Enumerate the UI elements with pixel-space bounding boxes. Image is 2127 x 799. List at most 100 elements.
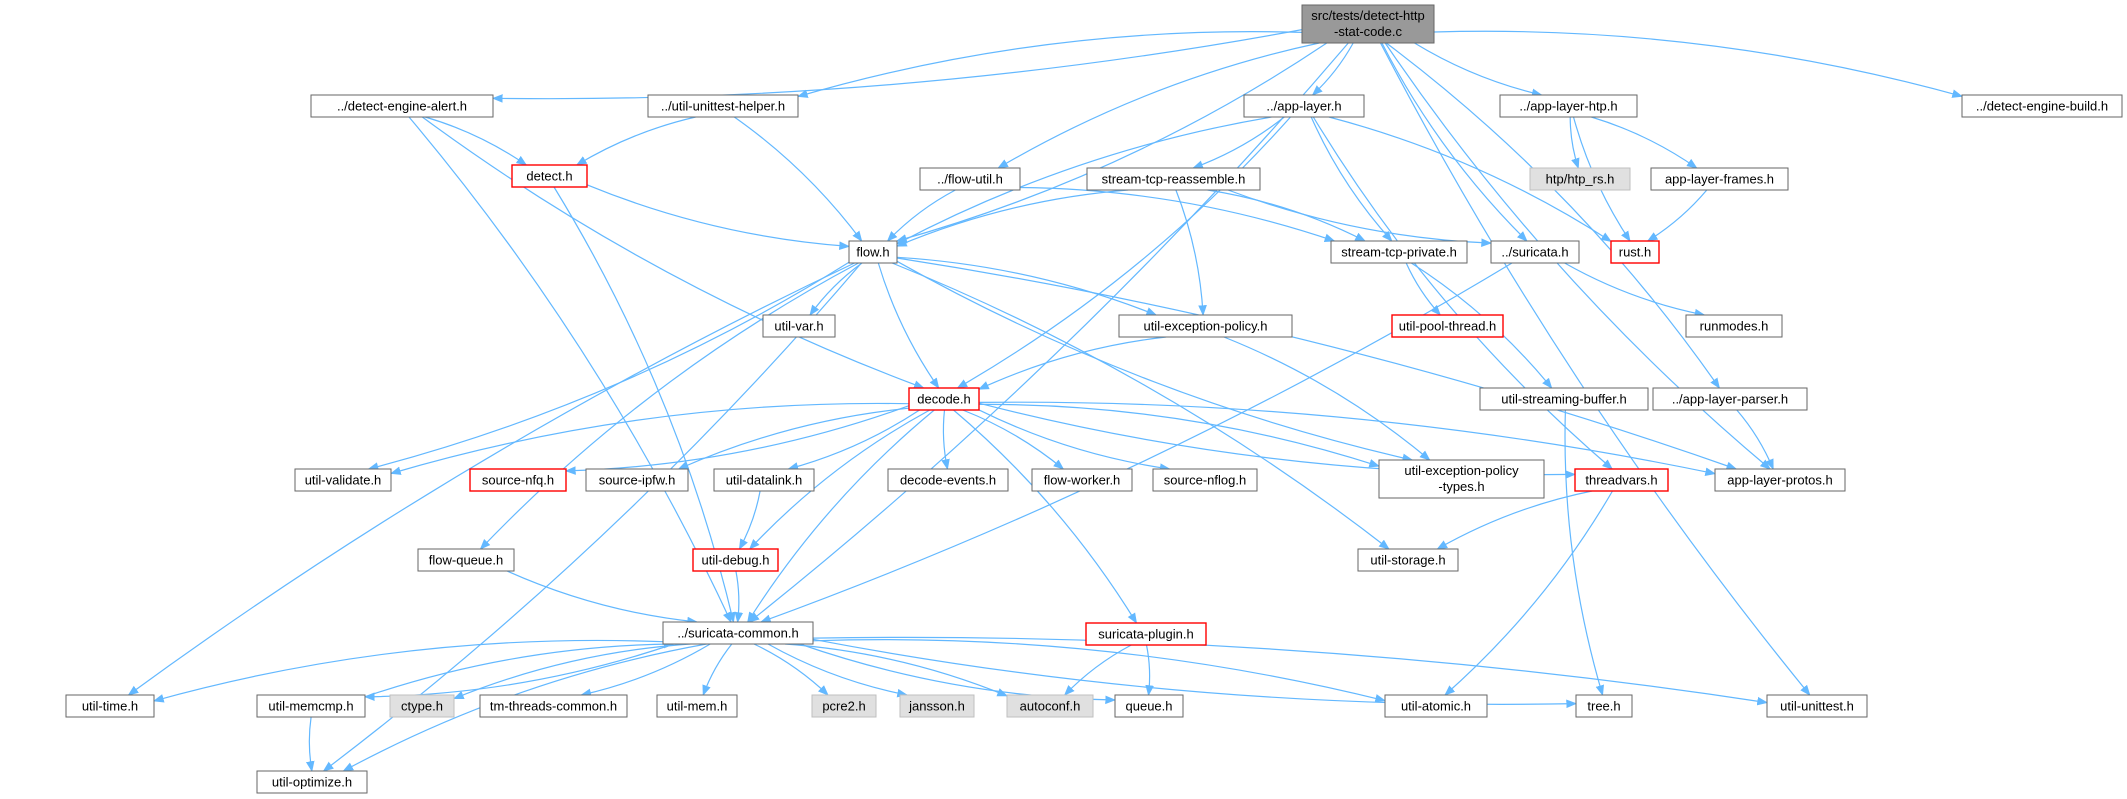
node-flow-util[interactable]: ../flow-util.h [919,167,1021,191]
edge-layer [127,29,1964,773]
node-jansson[interactable]: jansson.h [899,694,975,718]
node-box [389,694,455,718]
edge-app_layer_htp-to-htp_rs [1569,116,1580,170]
edge-flow-to-exception_policy [896,256,1158,316]
node-box [1031,468,1133,492]
edge-root-to-protos [1384,42,1771,470]
edge-root-to-flow_util [997,42,1320,169]
edge-streaming_buffer-to-tree [1564,409,1604,697]
edge-flow-to-decode [877,262,940,389]
edge-tcp_reassemble-to-suricata [1227,189,1493,248]
node-streaming-buffer[interactable]: util-streaming-buffer.h [1479,387,1649,411]
node-exception-types[interactable]: util-exception-policy-types.h [1378,459,1545,499]
edge-root-to-app_layer [1311,42,1354,96]
node-source-nfq[interactable]: source-nfq.h [469,468,567,492]
node-htp-rs[interactable]: htp/htp_rs.h [1529,167,1631,191]
node-runmodes[interactable]: runmodes.h [1685,314,1783,338]
node-detect[interactable]: detect.h [511,164,588,188]
node-util-time[interactable]: util-time.h [65,694,155,718]
node-box [1529,167,1631,191]
node-plugin[interactable]: suricata-plugin.h [1085,622,1207,646]
node-exception-policy[interactable]: util-exception-policy.h [1118,314,1293,338]
edge-root-to-alert [491,29,1303,103]
node-root[interactable]: src/tests/detect-http-stat-code.c [1301,4,1435,44]
node-flow-worker[interactable]: flow-worker.h [1031,468,1133,492]
node-util-debug[interactable]: util-debug.h [692,548,779,572]
node-box [1479,387,1649,411]
edge-decode-to-common [747,409,935,623]
node-unittest[interactable]: util-unittest.h [1766,694,1868,718]
node-pcre2[interactable]: pcre2.h [811,694,877,718]
node-rust[interactable]: rust.h [1610,240,1660,264]
node-label: ../app-layer.h [1266,99,1341,114]
node-label: util-atomic.h [1401,699,1471,714]
node-decode-events[interactable]: decode-events.h [887,468,1009,492]
node-label: util-time.h [82,699,138,714]
node-label: util-exception-policy [1404,463,1519,478]
node-pool-thread[interactable]: util-pool-thread.h [1391,314,1504,338]
node-util-storage[interactable]: util-storage.h [1357,548,1459,572]
edge-plugin-to-autoconf [1063,644,1132,696]
edge-common-to-unittest [812,636,1769,706]
node-label: ../app-layer-parser.h [1672,392,1788,407]
edge-threadvars-to-atomic [1444,490,1614,696]
node-frames[interactable]: app-layer-frames.h [1650,167,1789,191]
edge-exception_policy-to-decode [978,336,1167,390]
node-box [585,468,689,492]
edge-detect-to-flow [586,184,851,251]
node-label: ../app-layer-htp.h [1519,99,1617,114]
node-util-var[interactable]: util-var.h [762,314,836,338]
node-label: util-validate.h [305,473,382,488]
node-box [310,94,494,118]
node-tm-threads[interactable]: tm-threads-common.h [479,694,628,718]
node-app-layer[interactable]: ../app-layer.h [1243,94,1365,118]
node-label: runmodes.h [1700,319,1769,334]
node-label: flow-queue.h [429,553,503,568]
node-util-mem[interactable]: util-mem.h [656,694,738,718]
node-tcp-reassemble[interactable]: stream-tcp-reassemble.h [1086,167,1261,191]
node-label: source-ipfw.h [599,473,676,488]
node-alert[interactable]: ../detect-engine-alert.h [310,94,494,118]
edge-threadvars-to-util_storage [1436,490,1593,550]
node-box [1714,468,1846,492]
node-flow-queue[interactable]: flow-queue.h [417,548,515,572]
node-engine-build[interactable]: ../detect-engine-build.h [1961,94,2123,118]
node-label: ../suricata-common.h [677,626,798,641]
node-common[interactable]: ../suricata-common.h [662,621,814,645]
node-box [662,621,814,645]
node-label: util-debug.h [702,553,770,568]
node-queue[interactable]: queue.h [1114,694,1184,718]
node-memcmp[interactable]: util-memcmp.h [256,694,366,718]
node-source-nflog[interactable]: source-nflog.h [1152,468,1258,492]
node-source-ipfw[interactable]: source-ipfw.h [585,468,689,492]
node-optimize[interactable]: util-optimize.h [256,770,368,794]
node-validate[interactable]: util-validate.h [294,468,392,492]
node-app-layer-htp[interactable]: ../app-layer-htp.h [1499,94,1638,118]
node-tcp-private[interactable]: stream-tcp-private.h [1330,240,1468,264]
node-app-parser[interactable]: ../app-layer-parser.h [1652,387,1808,411]
edge-decode-to-exception_types [978,403,1381,468]
node-atomic[interactable]: util-atomic.h [1384,694,1488,718]
node-ctype[interactable]: ctype.h [389,694,455,718]
node-flow[interactable]: flow.h [848,240,898,264]
node-label: autoconf.h [1020,699,1081,714]
edge-flow-to-util_time [127,262,855,696]
node-datalink[interactable]: util-datalink.h [713,468,815,492]
node-unittest-helper[interactable]: ../util-unittest-helper.h [647,94,799,118]
node-tree[interactable]: tree.h [1575,694,1633,718]
node-box [1118,314,1293,338]
node-label: app-layer-frames.h [1665,172,1774,187]
node-suricata[interactable]: ../suricata.h [1490,240,1580,264]
node-threadvars[interactable]: threadvars.h [1574,468,1669,492]
edge-flow-to-exception_types [896,260,1414,463]
node-autoconf[interactable]: autoconf.h [1006,694,1094,718]
node-box [1490,240,1580,264]
edge-app_layer-to-rust [1328,116,1612,242]
node-protos[interactable]: app-layer-protos.h [1714,468,1846,492]
node-label: app-layer-protos.h [1727,473,1833,488]
edge-common-to-autoconf [784,643,1008,697]
edge-root-to-suricata [1381,42,1528,242]
edge-decode-to-source_ipfw [677,407,910,470]
node-decode[interactable]: decode.h [908,387,980,411]
node-box [1650,167,1789,191]
